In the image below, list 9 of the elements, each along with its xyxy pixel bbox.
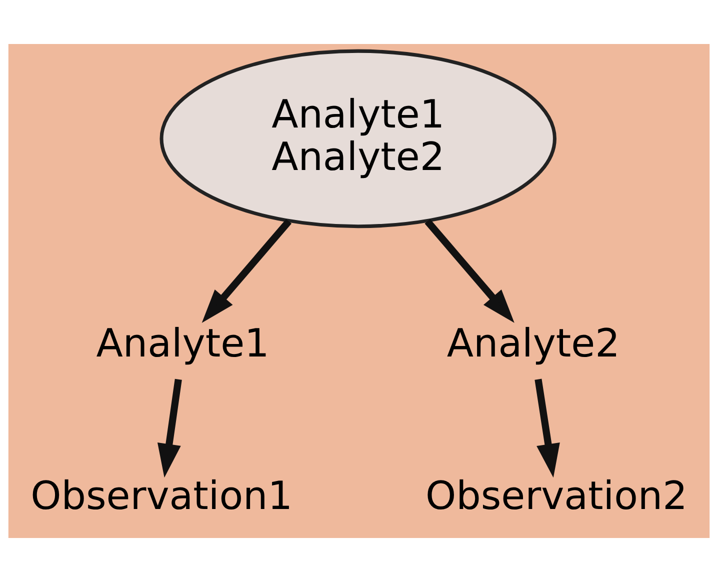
arrow <box>424 219 514 323</box>
node-text: Observation1 <box>30 474 293 519</box>
arrow <box>157 378 182 478</box>
node-ellipse: Analyte1 Analyte2 <box>160 49 556 228</box>
node-text: Analyte2 <box>446 322 620 367</box>
node-text: Analyte1 <box>96 322 270 367</box>
arrow <box>534 378 560 478</box>
arrow <box>202 219 292 323</box>
node-text: Observation2 <box>425 474 688 519</box>
